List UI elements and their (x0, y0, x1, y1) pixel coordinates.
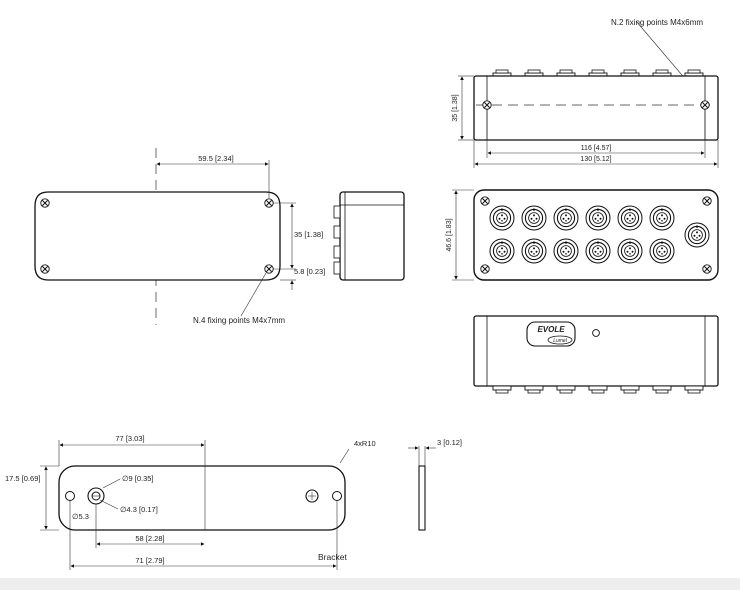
bottom-bar (0, 578, 740, 590)
side-fixing-leader (240, 272, 267, 317)
logo-subtext: Lumel (553, 338, 568, 344)
side-plate-body (34, 191, 281, 281)
bracket-outer-spacing-dim: 71 [2.79] (135, 556, 164, 565)
top-height-dim: 35 [1.38] (452, 94, 459, 121)
front-view-body (473, 189, 719, 281)
top-view-body (473, 75, 719, 141)
top-fixing-point-left (482, 100, 492, 110)
front-screw-tr (702, 196, 712, 206)
bracket-inner-spacing-dim: 58 [2.28] (135, 534, 164, 543)
bracket-view: 77 [3.03] 17.5 [0.69] 4xR10 ∅9 [0.35] ∅4… (5, 434, 376, 570)
bracket-hole-end-right (332, 491, 342, 501)
side-plate-view: 59.5 [2.34] 35 [1.38] 5.8 [0.23] N.4 fix… (34, 148, 325, 325)
top-fixing-point-right (700, 100, 710, 110)
bracket-hole-end-left (65, 491, 75, 501)
bracket-title: Bracket (318, 552, 347, 562)
bracket-thickness-dim: 3 [0.12] (437, 438, 462, 447)
front-height-dim: 46.6 [1.83] (446, 218, 453, 251)
front-view: 46.6 [1.83] (446, 189, 719, 281)
bracket-body (58, 465, 346, 531)
side-fixing-note: N.4 fixing points M4x7mm (193, 316, 285, 325)
bracket-hole-large-label: ∅9 [0.35] (122, 474, 154, 483)
side-width-dim: 59.5 [2.34] (198, 154, 233, 163)
side-height-dim: 35 [1.38] (294, 230, 323, 239)
top-view: N.2 fixing points M4x6mm 35 [1.38] 116 [… (452, 18, 719, 168)
bracket-hole-small-label: ∅4.3 [0.17] (120, 505, 158, 514)
front-screw-tl (480, 196, 490, 206)
technical-drawing: N.2 fixing points M4x6mm 35 [1.38] 116 [… (5, 18, 719, 570)
bracket-thickness-view: 3 [0.12] (408, 438, 462, 531)
bracket-width-dim: 77 [3.03] (115, 434, 144, 443)
logo-text: EVOLE (537, 325, 565, 334)
side-profile-view (333, 191, 405, 281)
side-offset-dim: 5.8 [0.23] (294, 267, 325, 276)
rear-view-body (473, 315, 719, 387)
status-led-icon (592, 329, 600, 337)
front-screw-br (702, 264, 712, 274)
evole-logo: EVOLE Lumel (526, 321, 576, 347)
rear-view: EVOLE Lumel (473, 315, 719, 394)
front-screw-bl (480, 264, 490, 274)
bracket-hole-end-label: ∅5.3 (72, 512, 89, 521)
top-fixing-note: N.2 fixing points M4x6mm (611, 18, 703, 27)
top-hole-spacing-dim: 116 [4.57] (581, 145, 612, 152)
bracket-radius-note: 4xR10 (354, 439, 376, 448)
top-length-dim: 130 [5.12] (580, 156, 611, 163)
rear-connector-tabs (492, 385, 704, 394)
bracket-height-dim: 17.5 [0.69] (5, 474, 40, 483)
